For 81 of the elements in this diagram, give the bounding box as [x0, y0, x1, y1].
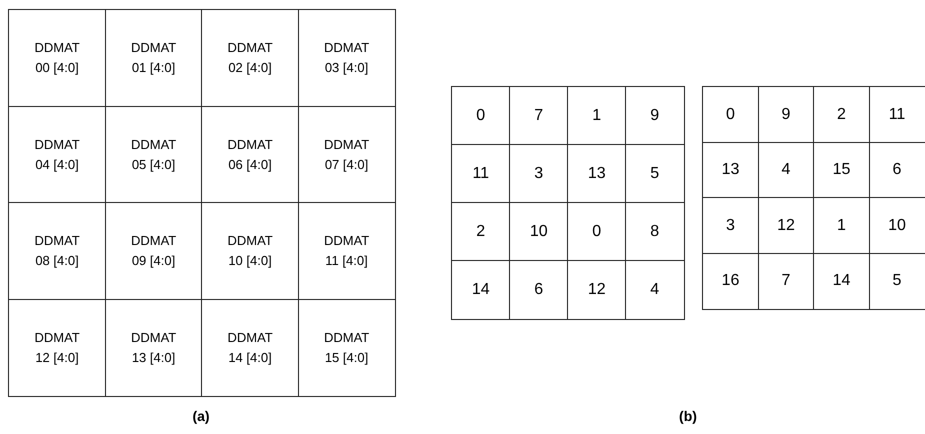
- cell-text: DDMAT 09 [4:0]: [130, 232, 176, 270]
- cell-text: 3: [726, 216, 735, 234]
- cell-text: DDMAT 02 [4:0]: [227, 39, 273, 77]
- grid-cell: [567, 202, 626, 262]
- panel-label: (a): [192, 408, 210, 424]
- cell-text: 9: [782, 106, 790, 124]
- grid-cell: [813, 252, 870, 310]
- grid-cell: [567, 260, 626, 320]
- grid-cell: [625, 86, 684, 146]
- cell-text: 2: [837, 106, 846, 124]
- cell-text: 4: [650, 280, 660, 299]
- cell-text: 14: [472, 280, 490, 299]
- cell-text: 8: [650, 222, 660, 241]
- grid-cell: [298, 298, 396, 396]
- grid-cell: [625, 202, 684, 262]
- cell-text: 7: [782, 272, 790, 290]
- cell-text: 4: [782, 161, 790, 179]
- cell-text: 11: [472, 164, 490, 183]
- panel-label: (b): [679, 408, 697, 424]
- cell-text: DDMAT 15 [4:0]: [324, 328, 370, 367]
- grid-cell: [451, 86, 510, 146]
- grid-cell: [813, 86, 870, 143]
- cell-text: 12: [588, 280, 606, 299]
- cell-text: DDMAT 07 [4:0]: [324, 136, 370, 174]
- grid-cell: [702, 252, 759, 310]
- cell-text: DDMAT 00 [4:0]: [34, 39, 80, 77]
- grid-cell: [201, 298, 299, 396]
- cell-text: 3: [534, 164, 544, 183]
- cell-text: 2: [476, 222, 486, 241]
- grid-cell: [8, 298, 106, 396]
- cell-text: 15: [832, 161, 850, 179]
- grid-cell: [201, 9, 299, 107]
- grid-cell: [625, 260, 684, 320]
- grid-cell: [509, 260, 568, 320]
- cell-text: DDMAT 10 [4:0]: [227, 232, 273, 270]
- cell-text: 5: [892, 272, 902, 290]
- grid-cell: [509, 202, 568, 262]
- grid-cell: [702, 197, 759, 254]
- cell-text: 13: [588, 164, 606, 183]
- cell-text: 11: [888, 106, 906, 124]
- grid-cell: [702, 86, 759, 143]
- grid-cell: [451, 144, 510, 204]
- grid-cell: [451, 260, 510, 320]
- grid-cell: [509, 144, 568, 204]
- cell-text: 7: [534, 106, 544, 125]
- cell-text: 16: [722, 272, 740, 290]
- cell-text: 6: [892, 161, 902, 179]
- cell-text: 14: [832, 272, 850, 290]
- cell-text: DDMAT 04 [4:0]: [34, 136, 80, 174]
- cell-text: 0: [726, 106, 735, 124]
- grid-cell: [567, 86, 626, 146]
- cell-text: 1: [592, 106, 602, 125]
- cell-text: DDMAT 08 [4:0]: [34, 232, 80, 270]
- grid-cell: [451, 202, 510, 262]
- cell-text: 9: [650, 106, 660, 125]
- cell-text: DDMAT 11 [4:0]: [324, 232, 370, 270]
- cell-text: 13: [722, 161, 740, 179]
- cell-text: 12: [777, 216, 795, 234]
- cell-text: 0: [592, 222, 602, 241]
- cell-text: DDMAT 06 [4:0]: [227, 136, 273, 174]
- grid-cell: [625, 144, 684, 204]
- grid-cell: [201, 202, 299, 300]
- grid-cell: [8, 9, 106, 107]
- cell-text: DDMAT 03 [4:0]: [324, 39, 370, 77]
- cell-text: 1: [837, 216, 846, 234]
- cell-text: DDMAT 01 [4:0]: [130, 39, 176, 77]
- cell-text: 10: [530, 222, 548, 241]
- grid-cell: [298, 9, 396, 107]
- cell-text: 0: [476, 106, 486, 125]
- cell-text: 5: [650, 164, 660, 183]
- grid-cell: [567, 144, 626, 204]
- cell-text: DDMAT 14 [4:0]: [227, 328, 273, 367]
- grid-cell: [298, 202, 396, 300]
- cell-text: DDMAT 13 [4:0]: [130, 328, 176, 367]
- grid-cell: [509, 86, 568, 146]
- cell-text: 6: [534, 280, 544, 299]
- grid-cell: [813, 197, 870, 254]
- grid-cell: [8, 202, 106, 300]
- cell-text: 10: [888, 216, 906, 234]
- cell-text: DDMAT 12 [4:0]: [34, 328, 80, 367]
- cell-text: DDMAT 05 [4:0]: [130, 136, 176, 174]
